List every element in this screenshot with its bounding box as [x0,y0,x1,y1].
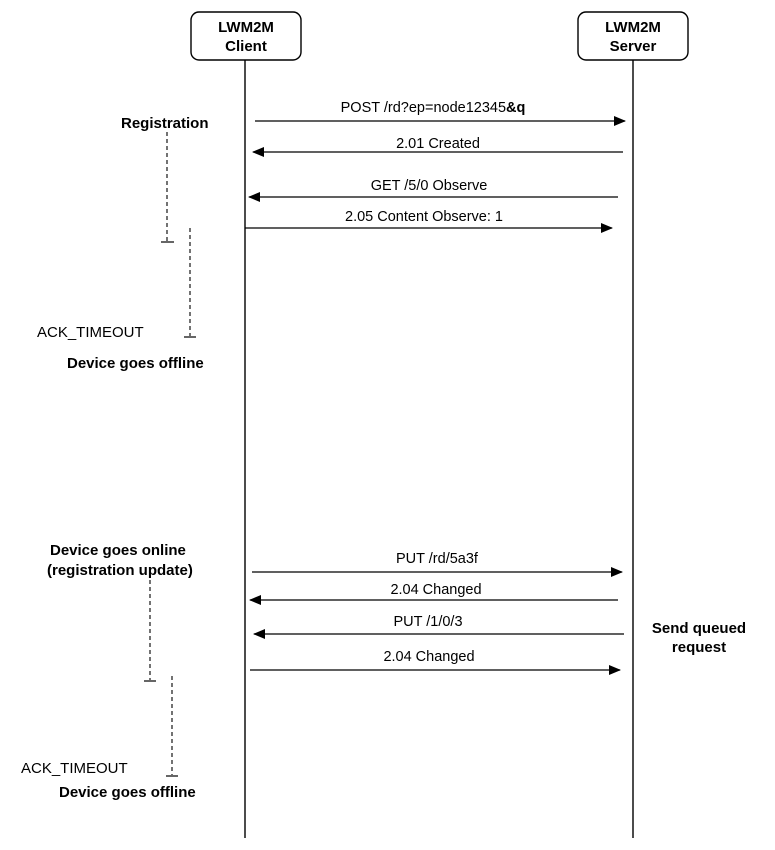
server-participant: LWM2M Server [577,11,689,61]
server-title-line1: LWM2M [605,19,661,36]
device-online-note-line1: Device goes online [50,542,186,559]
message-label: PUT /1/0/3 [393,614,462,630]
registration-note: Registration [121,115,209,132]
message-2-01-created: 2.01 Created [252,136,623,157]
message-2-05-content: 2.05 Content Observe: 1 [245,209,613,233]
ack-timeout-label-1: ACK_TIMEOUT [37,324,144,341]
message-put-1-0-3: PUT /1/0/3 [253,614,624,639]
message-post-rd: POST /rd?ep=node12345&q [255,100,626,126]
server-title-line2: Server [610,38,657,55]
client-title-line1: LWM2M [218,19,274,36]
ack-timeout-label-2: ACK_TIMEOUT [21,760,128,777]
message-label: 2.05 Content Observe: 1 [345,209,503,225]
device-online-note-line2: (registration update) [47,562,193,579]
client-title-line2: Client [225,38,267,55]
message-label: 2.01 Created [396,136,480,152]
message-label: 2.04 Changed [383,649,474,665]
client-participant: LWM2M Client [190,11,302,61]
send-queued-note-line2: request [672,639,726,656]
message-label: POST /rd?ep=node12345&q [341,100,526,116]
message-2-04-changed-2: 2.04 Changed [250,649,621,675]
message-get-observe: GET /5/0 Observe [248,178,618,202]
message-put-rd-update: PUT /rd/5a3f [252,551,623,577]
message-2-04-changed-1: 2.04 Changed [249,582,618,605]
send-queued-note-line1: Send queued [652,620,746,637]
message-label: PUT /rd/5a3f [396,551,479,567]
device-offline-note-2: Device goes offline [59,784,196,801]
message-label: GET /5/0 Observe [371,178,488,194]
device-offline-note-1: Device goes offline [67,355,204,372]
message-label: 2.04 Changed [390,582,481,598]
